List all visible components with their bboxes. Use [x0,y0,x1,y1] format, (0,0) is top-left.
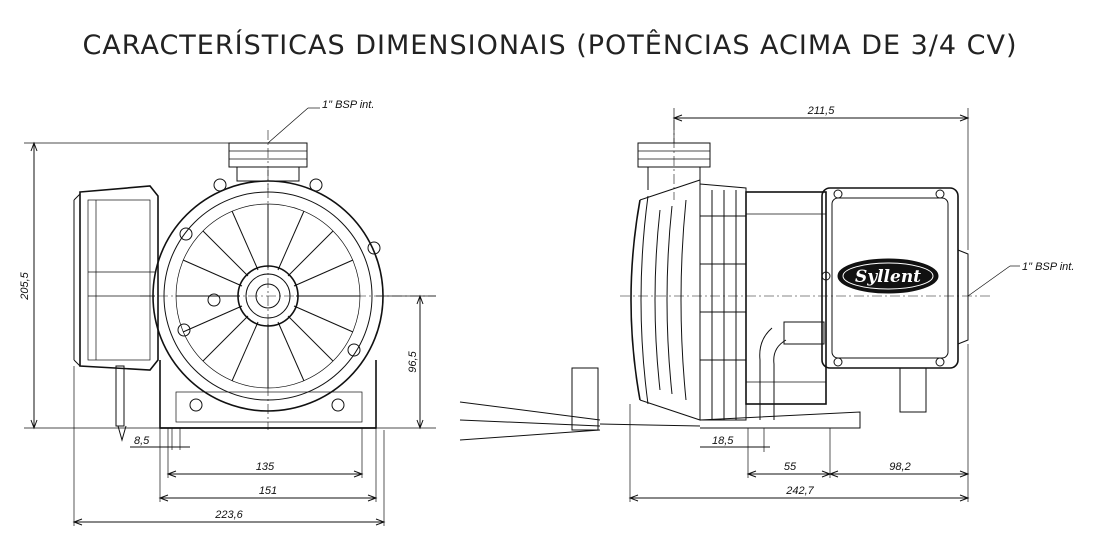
side-view-pump: Syllent [459,120,990,441]
front-dim-height-total: 205,5 [19,271,31,300]
page-title: CARACTERÍSTICAS DIMENSIONAIS (POTÊNCIAS … [82,30,1018,61]
side-view-dimensions: 211,5 1" BSP int. 18,5 55 98,2 242,7 [628,105,1074,502]
front-dim-width-total: 223,6 [214,509,243,521]
front-dim-foot-151: 151 [259,485,277,497]
side-dim-98-2: 98,2 [889,461,910,473]
side-thread-label: 1" BSP int. [1022,261,1074,273]
front-thread-label: 1" BSP int. [322,99,374,111]
front-dim-shaft-height: 96,5 [407,350,419,372]
side-dim-18-5: 18,5 [712,435,734,447]
front-view-pump [73,130,436,442]
side-dim-total-length: 242,7 [785,485,814,497]
brand-logo: Syllent [837,258,939,294]
brand-logo-text: Syllent [855,267,921,287]
side-dim-55: 55 [784,461,797,473]
front-dim-foot-hole: 8,5 [134,435,150,447]
front-dim-foot-135: 135 [256,461,275,473]
front-view-dimensions: 1" BSP int. 205,5 96,5 8,5 135 151 [19,99,436,526]
side-dim-top-length: 211,5 [807,105,836,117]
